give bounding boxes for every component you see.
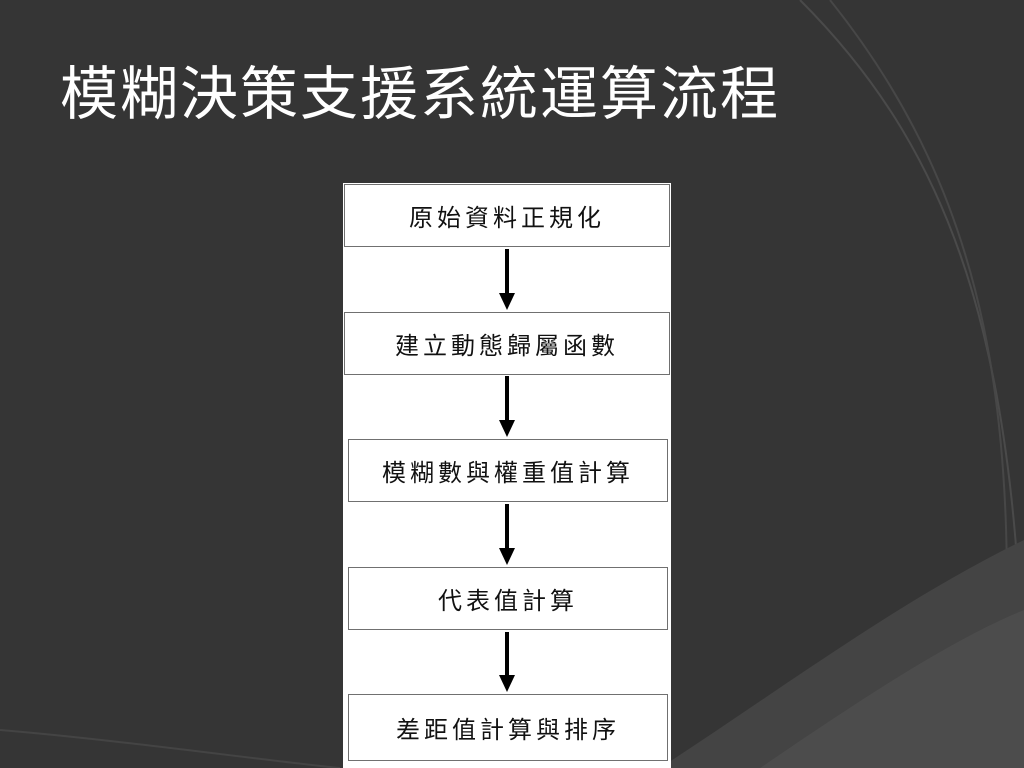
flow-step-normalize: 原始資料正規化 (344, 184, 670, 247)
flowchart-panel: 原始資料正規化 建立動態歸屬函數 模糊數與權重值計算 代表值計算 差距值計算與排… (343, 183, 671, 768)
down-arrow-3 (499, 504, 515, 565)
background-wedge-bottom-right-2 (760, 610, 1024, 768)
flow-step-label: 代表值計算 (438, 587, 578, 615)
down-arrow-4 (499, 632, 515, 692)
flow-step-distance-ranking: 差距值計算與排序 (348, 694, 668, 761)
flow-step-label: 原始資料正規化 (409, 204, 605, 232)
flow-step-label: 差距值計算與排序 (396, 716, 620, 744)
down-arrow-1 (499, 249, 515, 310)
flow-step-membership: 建立動態歸屬函數 (344, 312, 670, 375)
flow-step-label: 建立動態歸屬函數 (395, 332, 619, 360)
down-arrow-2 (499, 376, 515, 437)
background-arc-bottom-left (0, 729, 341, 768)
flow-step-representative: 代表值計算 (348, 567, 668, 630)
flow-step-fuzzy-weight: 模糊數與權重值計算 (348, 439, 668, 502)
flow-step-label: 模糊數與權重值計算 (382, 459, 634, 487)
slide-title: 模糊決策支援系統運算流程 (60, 60, 781, 128)
